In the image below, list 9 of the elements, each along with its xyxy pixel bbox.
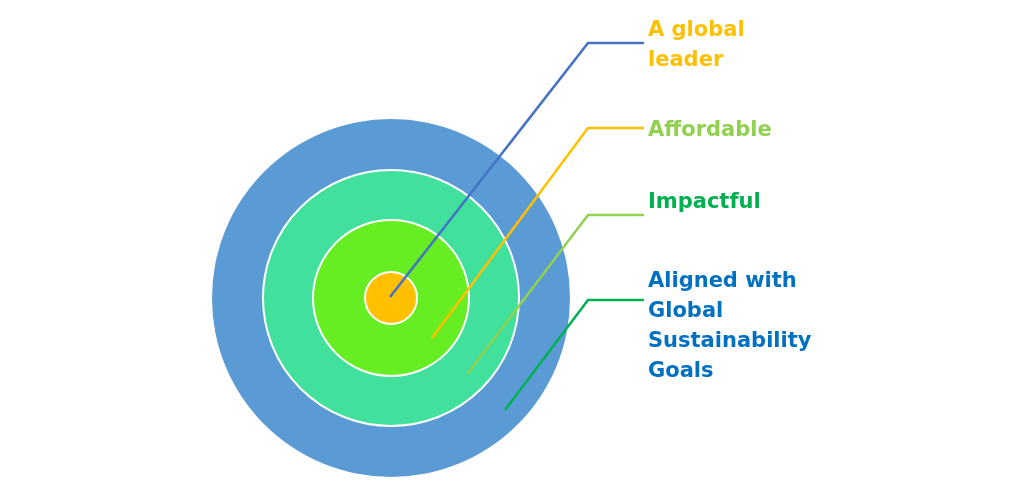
goal-label: A global leader (648, 14, 823, 74)
goal-label: Impactful (648, 186, 823, 216)
goal-label: Affordable (648, 114, 823, 144)
goal-label: Aligned with Global Sustainability Goals (648, 265, 823, 385)
leader-line (389, 41, 644, 298)
leader-line (504, 298, 644, 411)
leader-line (431, 126, 644, 339)
leader-line (467, 213, 644, 374)
center-circle (364, 271, 418, 325)
